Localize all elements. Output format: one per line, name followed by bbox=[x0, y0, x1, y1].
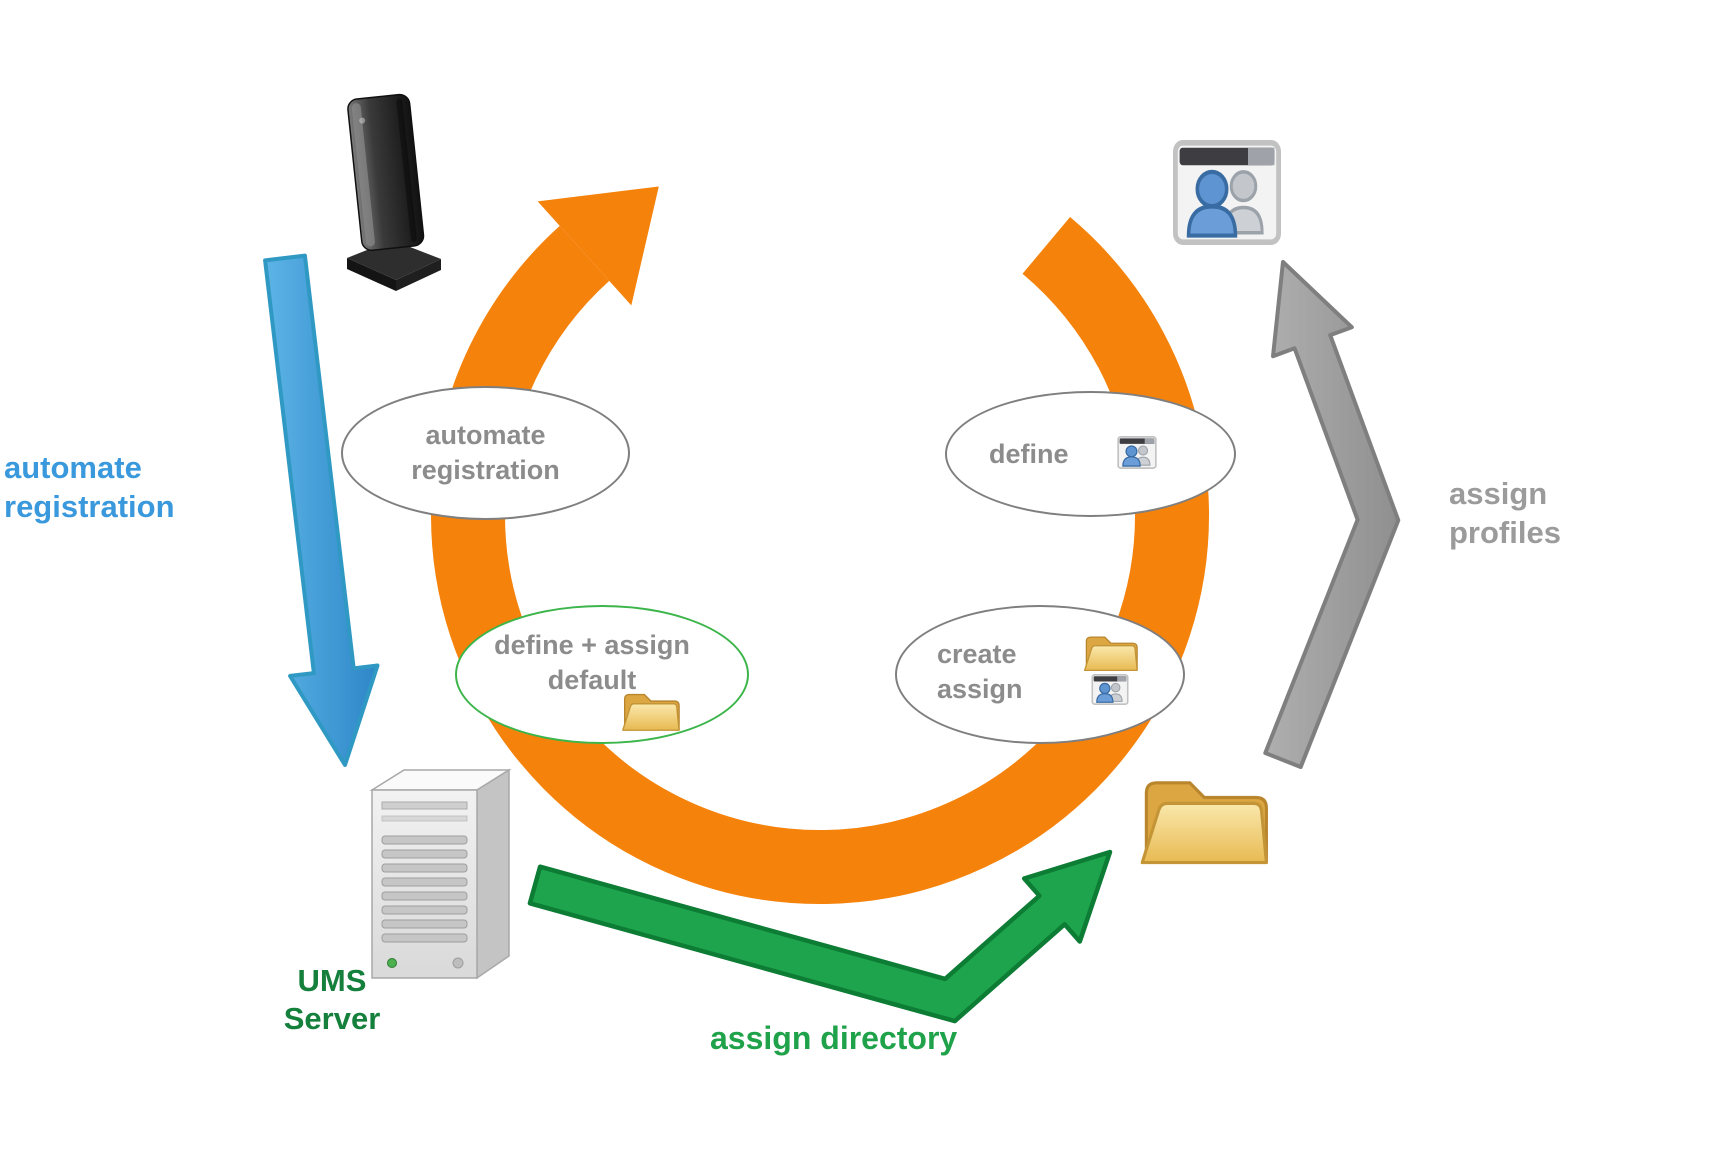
user-profiles-window-icon bbox=[1091, 674, 1129, 705]
automate-registration-arrow-icon bbox=[263, 253, 380, 767]
bubble-define-label: define bbox=[989, 439, 1069, 469]
bubble-create-assign: create assign bbox=[895, 605, 1185, 744]
user-profiles-window-icon bbox=[1117, 436, 1157, 469]
bubble-define-assign-default: define + assign default bbox=[455, 605, 749, 744]
user-profiles-window-icon bbox=[1175, 143, 1278, 242]
assign-directory-arrow-icon bbox=[527, 849, 1113, 1024]
cycle-ring bbox=[431, 217, 1209, 904]
bubble-define: define bbox=[945, 391, 1236, 517]
ums-server-label: UMS Server bbox=[283, 963, 381, 1036]
automate-registration-label: automate registration bbox=[4, 450, 175, 525]
directory-folder-icon bbox=[1140, 781, 1268, 865]
thin-client-device-icon bbox=[347, 93, 441, 291]
server-tower-icon bbox=[369, 768, 512, 980]
bubble-automate-registration: automate registration bbox=[341, 386, 630, 520]
assign-profiles-arrow-icon bbox=[1263, 260, 1401, 769]
cycle-ring-arrowhead-icon bbox=[537, 186, 659, 306]
bubble-define-assign-default-label: define + assign default bbox=[494, 629, 690, 695]
bubble-automate-registration-label: automate registration bbox=[411, 420, 560, 485]
assign-profiles-label: assign profiles bbox=[1449, 476, 1561, 551]
assign-directory-label: assign directory bbox=[710, 1020, 958, 1056]
bubble-create-assign-label: create assign bbox=[937, 639, 1023, 704]
folder-icon bbox=[620, 687, 680, 734]
folder-icon bbox=[1082, 630, 1138, 674]
